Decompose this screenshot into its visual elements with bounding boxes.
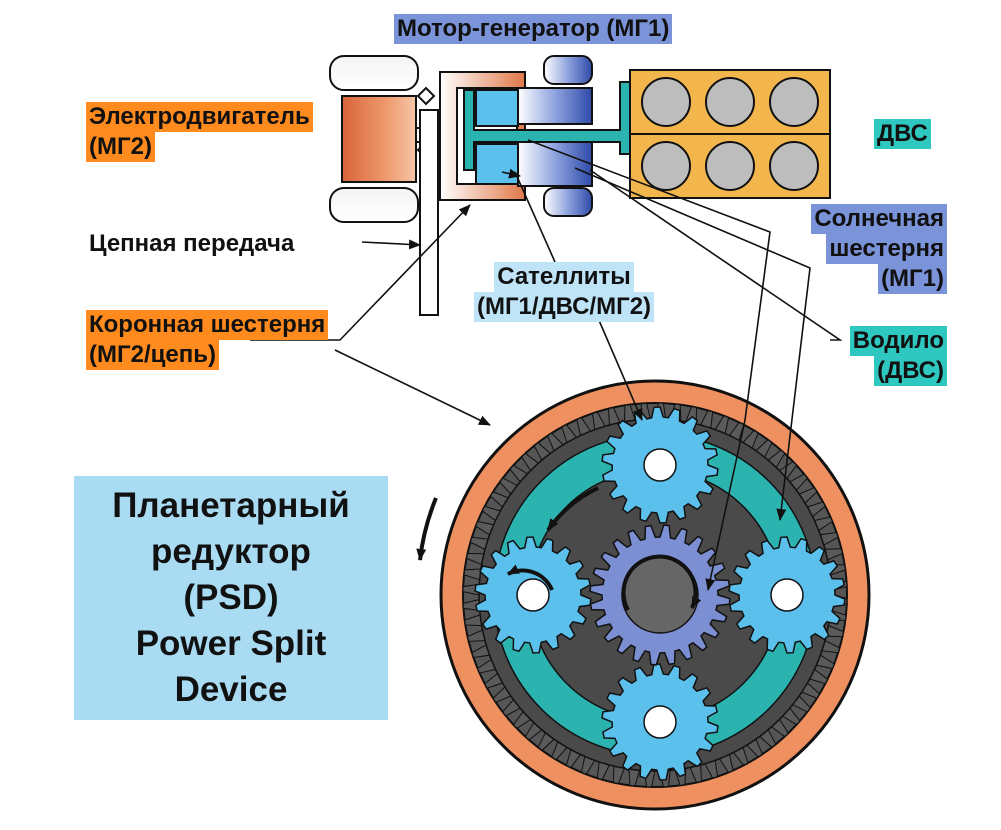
mg1-upper — [517, 87, 593, 125]
mg1-bearing-top — [543, 55, 593, 85]
chain-drive — [419, 109, 439, 316]
carrier-label: Водило(ДВС) — [849, 326, 947, 386]
planet-gear-left — [474, 536, 592, 654]
title-line: редуктор — [151, 532, 311, 571]
bearing-bottom-left — [329, 187, 419, 223]
planet-gear-right — [728, 536, 846, 654]
title-line: Power Split — [135, 624, 327, 663]
planet-bottom-block — [475, 143, 519, 185]
ice-label: ДВС — [874, 119, 931, 149]
carrier-rotation-arrow — [546, 486, 599, 532]
planet-top-block — [475, 89, 519, 127]
mg1-label: Мотор-генератор (МГ1) — [394, 14, 673, 44]
sun-rotation-arrow — [621, 554, 702, 611]
chain-label: Цепная передача — [89, 230, 295, 257]
planet-gear-top — [601, 406, 719, 524]
bearing-top-left — [329, 55, 419, 91]
title-line: Планетарный — [112, 486, 350, 525]
title-box: Планетарный редуктор (PSD) Power Split D… — [74, 476, 388, 720]
planet-left-rotation-arrow — [507, 564, 554, 591]
title-line: (PSD) — [183, 578, 279, 617]
title-line: Device — [174, 670, 288, 709]
cross-section — [329, 55, 831, 316]
mg1-lower — [517, 141, 593, 187]
engine-cylinders — [641, 77, 819, 191]
mg2-motor — [341, 95, 417, 183]
ring-gear-label: Коронная шестерня(МГ2/цепь) — [86, 310, 329, 370]
leader-lines — [250, 139, 843, 591]
planet-gear-bottom — [601, 663, 719, 781]
ring-rotation-arrow — [416, 497, 438, 561]
mg1-bearing-bottom — [543, 187, 593, 217]
planetary-gearset — [416, 379, 871, 811]
planets-label: Сателлиты(МГ1/ДВС/МГ2) — [454, 262, 674, 322]
mg2-label: Электродвигатель(МГ2) — [86, 102, 313, 162]
